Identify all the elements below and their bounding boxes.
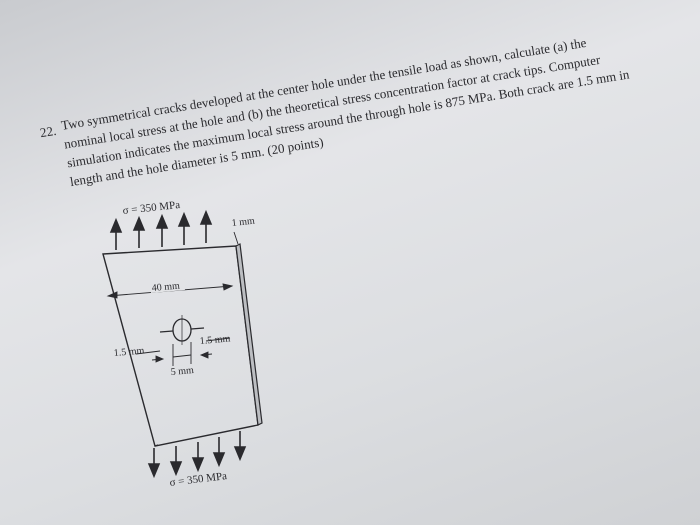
hole-diameter-dimension <box>151 342 213 366</box>
top-load-arrows <box>109 209 213 250</box>
thickness-label: 1 mm <box>231 216 255 229</box>
right-crack <box>190 327 205 330</box>
left-crack-label: 1.5 mm <box>113 345 145 359</box>
top-stress-label: σ = 350 MPa <box>122 199 181 217</box>
bottom-load-arrows <box>147 431 247 479</box>
width-label: 40 mm <box>151 281 180 294</box>
hole-diameter-label: 5 mm <box>170 365 194 378</box>
bottom-stress-label: σ = 350 MPa <box>169 470 228 489</box>
plate-thickness-edge <box>235 243 263 426</box>
left-crack <box>159 330 174 333</box>
